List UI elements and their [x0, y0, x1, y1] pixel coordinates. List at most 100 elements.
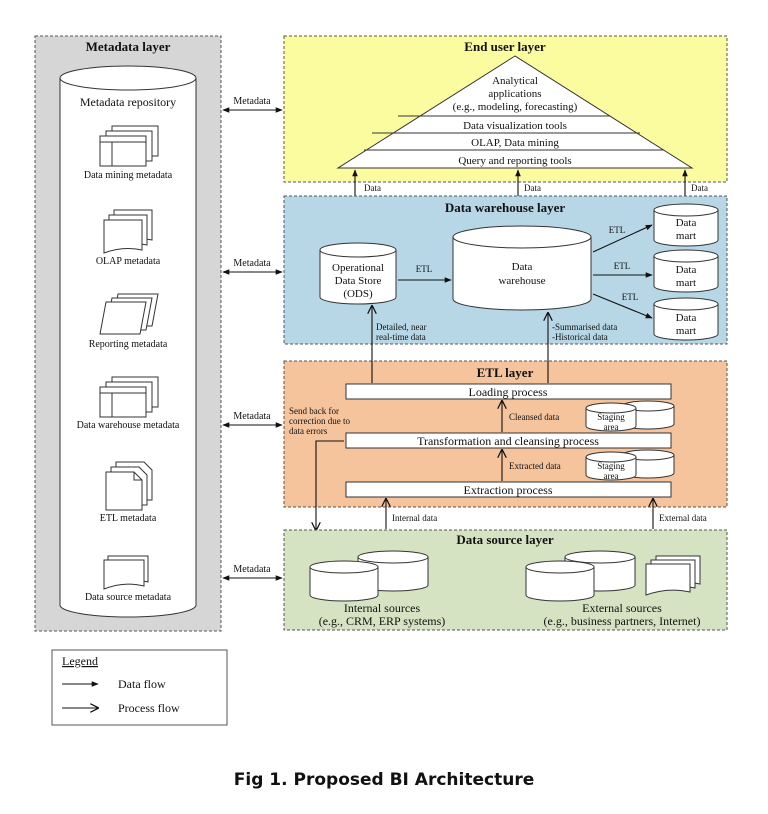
warehouse-arrows [398, 224, 653, 319]
extracted-data-label: Extracted data [509, 461, 561, 471]
data-warehouse-cylinder [452, 237, 592, 311]
metadata-repository-cylinder [59, 78, 197, 618]
extraction-process-label: Extraction process [464, 483, 553, 497]
internal-sources-line2: (e.g., CRM, ERP systems) [319, 614, 446, 628]
internal-data-label: Internal data [392, 513, 437, 523]
staging-lower-line1: Staging [597, 461, 625, 471]
metadata-item-data-warehouse: Data warehouse metadata [77, 420, 180, 431]
end-user-layer-title: End user layer [464, 39, 546, 54]
detailed-data-line2: real-time data [376, 332, 426, 342]
external-sources-db-icon [525, 550, 636, 602]
data-mart-1-line2: mart [676, 230, 696, 242]
end-user-layer: End user layer Analytical applications (… [283, 35, 728, 183]
data-mart-2-line2: mart [676, 277, 696, 289]
etl-layer: ETL layer Loading process Transformation… [283, 360, 728, 508]
transformation-process-label: Transformation and cleansing process [417, 434, 599, 448]
summarised-data-label: -Summarised data [552, 322, 617, 332]
loading-process-label: Loading process [469, 385, 548, 399]
metadata-link-label-3: Metadata [233, 411, 271, 422]
pyramid-top-line3: (e.g., modeling, forecasting) [453, 101, 578, 113]
ods-line2: Data Store [335, 275, 382, 287]
external-sources-line1: External sources [582, 601, 662, 615]
olap-metadata-icon [103, 209, 153, 254]
ods-line1: Operational [332, 262, 384, 274]
etl-label-ods-dw: ETL [416, 264, 433, 274]
transformation-process-box [345, 432, 672, 449]
pyramid-row-visualization: Data visualization tools [463, 120, 567, 132]
data-mart-3-line2: mart [676, 325, 696, 337]
data-warehouse-layer-title: Data warehouse layer [445, 200, 566, 215]
data-warehouse-metadata-icon [99, 376, 159, 418]
staging-upper-line2: area [604, 422, 619, 432]
metadata-link-label-4: Metadata [233, 564, 271, 575]
legend-data-flow-label: Data flow [118, 677, 166, 691]
ods-cylinder [319, 250, 397, 305]
etl-layer-title: ETL layer [477, 365, 534, 380]
data-warehouse-line1: Data [512, 261, 533, 273]
etl-label-mart-1: ETL [609, 225, 626, 235]
cleansed-data-label: Cleansed data [509, 412, 559, 422]
metadata-item-reporting: Reporting metadata [89, 339, 168, 350]
metadata-item-data-mining: Data mining metadata [84, 170, 173, 181]
etl-label-mart-3: ETL [622, 292, 639, 302]
extraction-process-box [345, 481, 672, 498]
reporting-metadata-icon [99, 293, 159, 335]
metadata-link-label-2: Metadata [233, 258, 271, 269]
send-back-arrow [316, 440, 344, 530]
legend-title: Legend [62, 654, 98, 668]
data-mart-3: Data mart [653, 297, 719, 341]
send-back-line2: correction due to [289, 416, 350, 426]
data-label-1: Data [364, 183, 381, 193]
staging-area-upper: Staging area [585, 400, 675, 432]
data-mart-2: Data mart [653, 249, 719, 293]
data-label-3: Data [691, 183, 708, 193]
data-source-metadata-icon [103, 555, 149, 590]
data-label-2: Data [524, 183, 541, 193]
metadata-link-label-1: Metadata [233, 96, 271, 107]
staging-upper-line1: Staging [597, 412, 625, 422]
external-data-label: External data [659, 513, 707, 523]
metadata-item-olap: OLAP metadata [96, 256, 161, 267]
figure-caption: Fig 1. Proposed BI Architecture [233, 770, 535, 790]
external-sources-line2: (e.g., business partners, Internet) [544, 614, 701, 628]
detailed-data-line1: Detailed, near [376, 322, 426, 332]
send-back-line1: Send back for [289, 406, 339, 416]
pyramid-top-line1: Analytical [492, 75, 538, 87]
data-warehouse-line2: warehouse [498, 275, 545, 287]
legend-box [51, 649, 228, 726]
metadata-item-data-source: Data source metadata [85, 592, 172, 603]
legend-process-flow-label: Process flow [118, 701, 180, 715]
loading-process-box [345, 383, 672, 400]
data-mart-3-line1: Data [676, 312, 697, 324]
pyramid [336, 55, 694, 169]
staging-lower-line2: area [604, 471, 619, 481]
legend: Legend Data flow Process flow [51, 649, 228, 726]
ods-line3: (ODS) [343, 288, 373, 300]
internal-sources-line1: Internal sources [344, 601, 421, 615]
etl-metadata-icon [105, 461, 153, 511]
historical-data-label: -Historical data [552, 332, 608, 342]
pyramid-top-line2: applications [488, 88, 541, 100]
data-source-layer-title: Data source layer [456, 532, 553, 547]
metadata-repository-label: Metadata repository [80, 95, 176, 109]
etl-label-mart-2: ETL [614, 261, 631, 271]
data-mart-1: Data mart [653, 203, 719, 247]
metadata-layer-title: Metadata layer [86, 39, 171, 54]
source-to-extraction-arrows [386, 499, 653, 529]
metadata-links [222, 107, 283, 581]
external-sources-document-icon [645, 555, 701, 596]
data-flow-to-end-user [352, 169, 688, 196]
internal-sources-icon [309, 550, 429, 602]
metadata-layer: Metadata layer Metadata repository Data … [34, 35, 222, 632]
staging-area-lower: Staging area [585, 449, 675, 481]
pyramid-row-olap: OLAP, Data mining [471, 137, 559, 149]
data-mart-1-line1: Data [676, 217, 697, 229]
loading-outflow-arrows [372, 306, 548, 383]
pyramid-row-query: Query and reporting tools [458, 155, 571, 167]
data-mart-2-line1: Data [676, 264, 697, 276]
metadata-item-etl: ETL metadata [100, 513, 157, 524]
send-back-line3: data errors [289, 426, 328, 436]
data-source-layer: Data source layer Internal sources (e.g.… [283, 529, 728, 631]
data-warehouse-layer: Data warehouse layer Operational Data St… [283, 195, 728, 345]
